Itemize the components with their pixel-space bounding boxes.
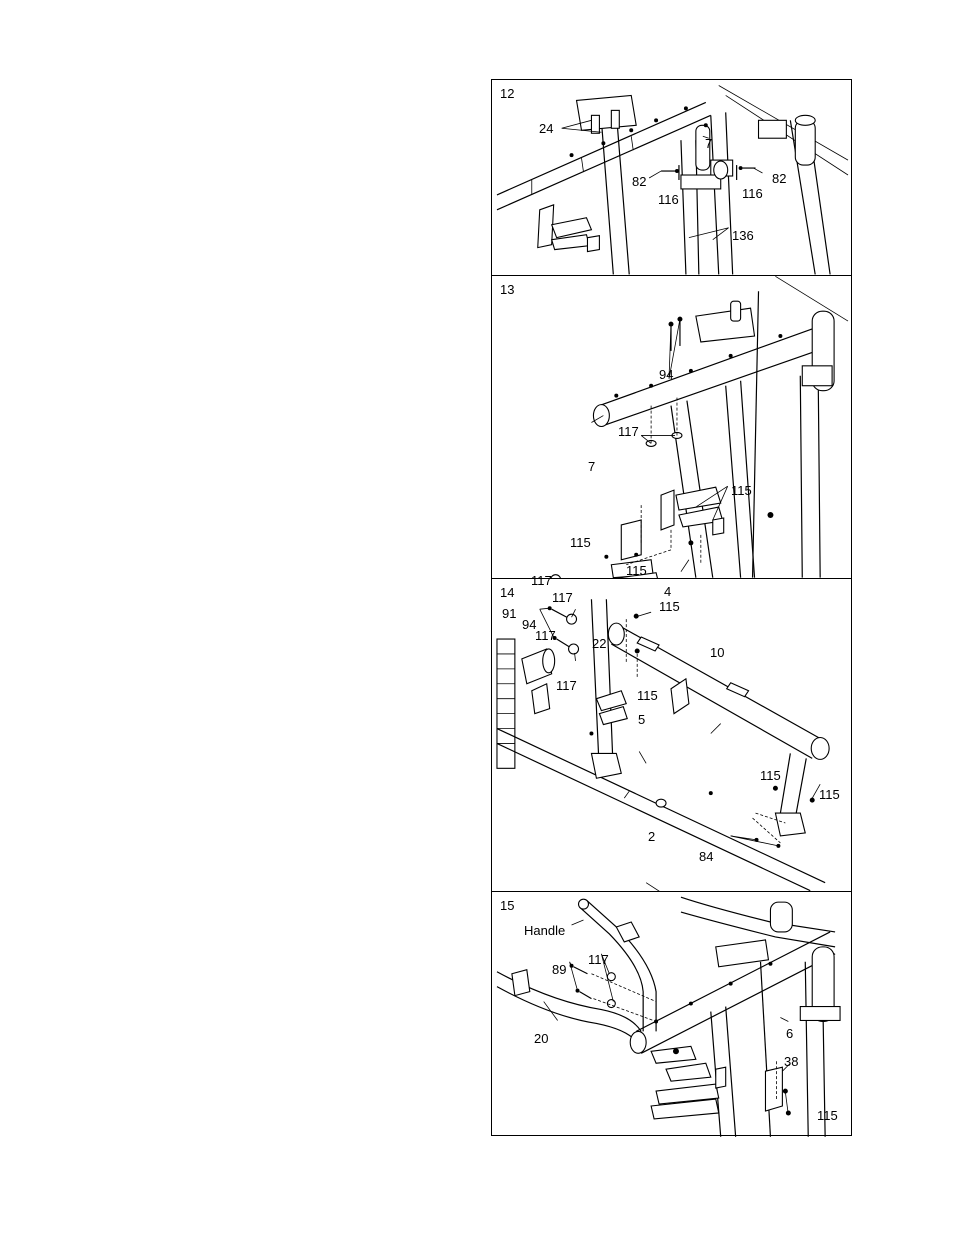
part-label: 115	[659, 600, 680, 613]
part-label: 2	[648, 830, 655, 843]
part-label: 24	[539, 122, 553, 135]
part-label: 94	[659, 368, 673, 381]
part-label: 117	[552, 591, 573, 604]
part-label: 82	[772, 172, 786, 185]
part-label: 115	[731, 484, 752, 497]
part-label: 116	[658, 193, 679, 206]
step-14-panel: 14 117 115 94 10 117 115 5 115 115 2 84	[492, 578, 851, 891]
part-label: 6	[786, 1027, 793, 1040]
assembly-figure-frame: 12 24 7 82 116 116 82 136	[491, 79, 852, 1136]
part-label: 115	[819, 788, 840, 801]
step-15-panel: 15 Handle 117 89 6 20 38 115	[492, 891, 851, 1137]
part-label: 115	[817, 1109, 838, 1122]
part-label: 117	[588, 953, 609, 966]
step-number: 15	[500, 898, 514, 913]
part-label: 117	[556, 679, 577, 692]
part-label: 89	[552, 963, 566, 976]
step-number: 12	[500, 86, 514, 101]
step-14-drawing	[492, 579, 851, 891]
part-label: 136	[732, 229, 754, 242]
part-label: 116	[742, 187, 763, 200]
part-label: 38	[784, 1055, 798, 1068]
part-label: 20	[534, 1032, 548, 1045]
part-label: 94	[522, 618, 536, 631]
part-label: 115	[626, 564, 647, 577]
part-label: 84	[699, 850, 713, 863]
part-label: Handle	[524, 924, 565, 937]
part-label: 5	[638, 713, 645, 726]
part-label: 10	[710, 646, 724, 659]
step-12-drawing	[492, 80, 851, 275]
part-label: 115	[637, 689, 658, 702]
step-13-panel: 13 94 117 7 115 115 115 117 4 91 117 22	[492, 275, 851, 578]
step-number: 14	[500, 585, 514, 600]
part-label: 115	[570, 536, 591, 549]
step-13-drawing	[492, 276, 851, 578]
part-label: 115	[760, 769, 781, 782]
part-label: 82	[632, 175, 646, 188]
step-12-panel: 12 24 7 82 116 116 82 136	[492, 80, 851, 275]
part-label: 7	[705, 137, 712, 150]
part-label: 117	[618, 425, 639, 438]
part-label: 7	[588, 460, 595, 473]
step-number: 13	[500, 282, 514, 297]
